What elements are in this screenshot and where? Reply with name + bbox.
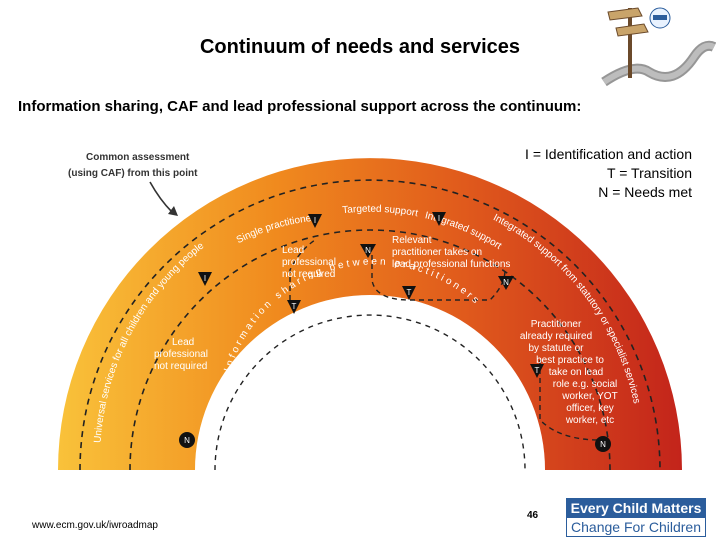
- svg-text:I: I: [438, 214, 440, 223]
- dashed-info-arc: [214, 314, 526, 471]
- svg-text:T: T: [535, 366, 540, 375]
- svg-text:not required: not required: [154, 361, 207, 372]
- marker-t-3: T: [530, 364, 544, 378]
- svg-text:N: N: [600, 440, 606, 449]
- svg-text:take on lead: take on lead: [549, 367, 604, 378]
- logo-top-text: Every Child Matters: [566, 498, 706, 518]
- page-subtitle: Information sharing, CAF and lead profes…: [18, 98, 582, 115]
- svg-text:additional needs: additional needs: [338, 350, 411, 361]
- marker-n-3: N: [179, 432, 195, 448]
- inner-band: [195, 295, 545, 470]
- svg-text:Lead: Lead: [282, 245, 304, 256]
- svg-text:professional: professional: [282, 257, 336, 268]
- relevant-practitioner-label: Relevant practitioner takes on lead prof…: [392, 235, 510, 270]
- svg-text:N: N: [365, 246, 371, 255]
- svg-text:by statute or: by statute or: [528, 343, 584, 354]
- footer-url[interactable]: www.ecm.gov.uk/iwroadmap: [32, 520, 158, 531]
- caf-label-line1: Common assessment: [86, 152, 190, 163]
- marker-t-1: T: [287, 300, 301, 314]
- svg-text:T: T: [292, 302, 297, 311]
- svg-text:lead professional functions: lead professional functions: [392, 259, 510, 270]
- caf-arrow: [149, 181, 173, 213]
- signpost-illustration: [601, 7, 716, 87]
- every-child-matters-logo: Every Child Matters Change For Children: [566, 498, 706, 537]
- svg-text:I: I: [204, 274, 206, 283]
- key-needs-met: N = Needs met: [598, 184, 692, 200]
- marker-i-2: I: [432, 212, 446, 226]
- svg-text:Lead: Lead: [172, 337, 194, 348]
- lead-not-required-lower: Lead professional not required: [154, 337, 208, 372]
- page-number: 46: [527, 510, 539, 521]
- dashed-connector-right: [539, 360, 601, 441]
- svg-text:best practice to: best practice to: [536, 355, 604, 366]
- caf-arrow-head: [168, 206, 178, 216]
- marker-n-1: N: [360, 244, 376, 258]
- svg-text:Practitioner: Practitioner: [531, 319, 582, 330]
- key-identification: I = Identification and action: [525, 146, 692, 162]
- continuum-diagram: Common assessment (using CAF) from this …: [58, 152, 682, 471]
- svg-text:I: I: [314, 216, 316, 225]
- svg-text:not required: not required: [282, 269, 335, 280]
- svg-text:officer, key: officer, key: [566, 403, 614, 414]
- marker-i-3: I: [198, 272, 212, 286]
- dashed-outer-arc: [79, 179, 661, 471]
- svg-text:role e.g. social: role e.g. social: [553, 379, 617, 390]
- svg-text:worker, etc: worker, etc: [565, 415, 614, 426]
- svg-text:Children with: Children with: [345, 338, 403, 349]
- marker-n-4: N: [595, 436, 611, 452]
- svg-text:professional: professional: [154, 349, 208, 360]
- marker-n-2: N: [498, 276, 514, 290]
- svg-text:T: T: [407, 288, 412, 297]
- marker-key: I = Identification and action T = Transi…: [525, 145, 692, 202]
- lead-not-required-upper: Lead professional not required: [282, 245, 336, 280]
- dashed-inner-arc: [129, 229, 611, 471]
- marker-t-2: T: [402, 286, 416, 300]
- svg-text:Relevant: Relevant: [392, 235, 432, 246]
- key-transition: T = Transition: [607, 165, 692, 181]
- svg-text:practitioner takes on: practitioner takes on: [392, 247, 482, 258]
- svg-text:already required: already required: [520, 331, 592, 342]
- continuum-arc: [58, 158, 682, 470]
- svg-text:N: N: [184, 436, 190, 445]
- practitioner-already-label: Practitioner already required by statute…: [520, 319, 618, 426]
- logo-bottom-text: Change For Children: [566, 518, 706, 537]
- dashed-connector-left: [289, 239, 316, 300]
- caf-label-line2: (using CAF) from this point: [68, 168, 198, 179]
- svg-text:worker, YOT: worker, YOT: [561, 391, 617, 402]
- page-title: Continuum of needs and services: [199, 36, 521, 58]
- children-additional-label: Children with additional needs: [338, 338, 411, 361]
- marker-i-1: I: [308, 214, 322, 228]
- svg-text:N: N: [503, 278, 509, 287]
